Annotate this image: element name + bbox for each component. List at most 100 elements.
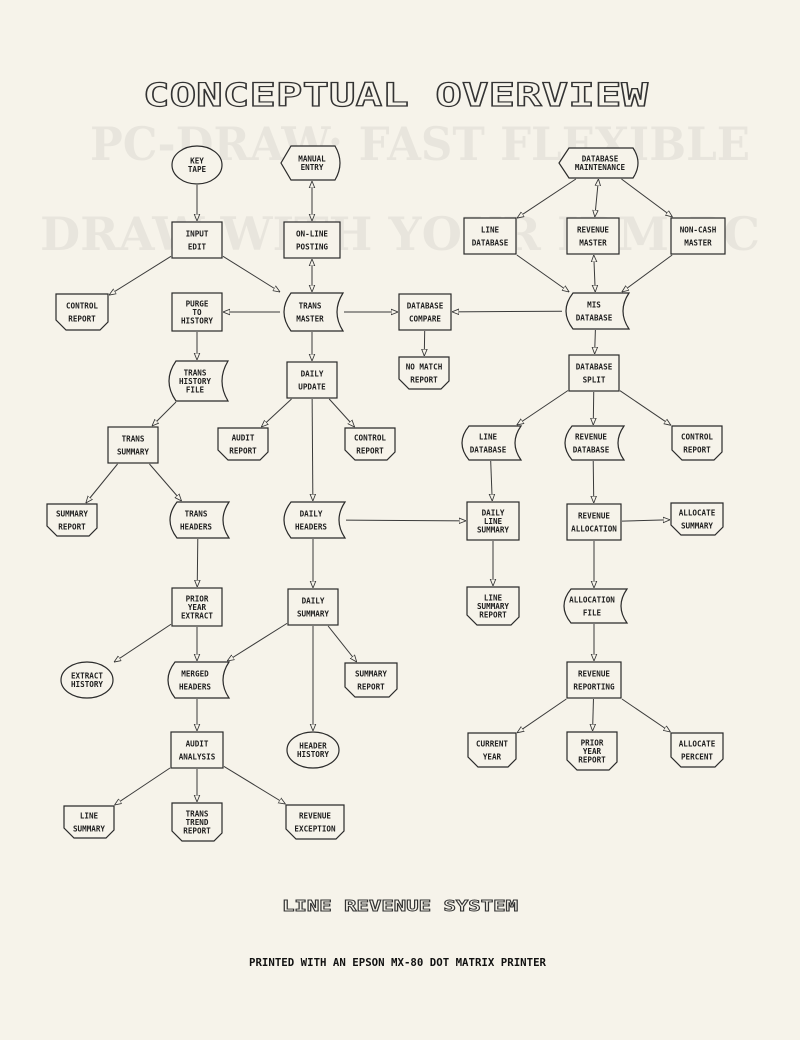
node-label-line: REPORT <box>410 375 438 384</box>
node-label-line: ALLOCATE <box>679 739 716 748</box>
node-shape-document <box>344 662 398 698</box>
node-shape-process <box>398 293 452 331</box>
node-label-line: ALLOCATE <box>679 508 716 517</box>
node-shape-document <box>466 586 520 626</box>
connector-mis_db-to-db_split <box>595 329 596 354</box>
node-shape-terminal <box>171 145 223 185</box>
node-label-line: MIS <box>587 300 601 309</box>
node-shape-manual <box>558 147 639 179</box>
node-shape-document <box>171 802 223 842</box>
node-label-line: PURGE <box>186 299 209 308</box>
node-label-line: ENTRY <box>301 163 324 172</box>
printer-note: PRINTED WITH AN EPSON MX-80 DOT MATRIX P… <box>249 957 547 969</box>
node-label-line: DAILY <box>302 596 325 605</box>
connector-line_db2-to-daily_line_summary <box>491 460 493 501</box>
page-title: CONCEPTUAL OVERVIEW <box>143 76 649 114</box>
node-label-line: TRANS <box>186 809 209 818</box>
node-summary-report2: SUMMARY REPORT <box>344 662 398 698</box>
node-label-line: HEADER <box>299 742 327 751</box>
node-shape-document <box>46 503 98 537</box>
node-shape-process <box>568 354 620 392</box>
node-shape-process <box>286 361 338 399</box>
node-label-line: YEAR <box>583 747 602 756</box>
node-label-line: REPORT <box>357 682 385 691</box>
node-label-line: HEADERS <box>180 522 212 531</box>
node-shape-process <box>171 292 223 332</box>
node-shape-document <box>344 427 396 461</box>
node-label-line: DATABASE <box>470 445 507 454</box>
node-label-line: TO <box>192 308 202 317</box>
node-no-match: NO MATCH REPORT <box>398 356 450 390</box>
connector-line_db_top-to-mis_db <box>516 254 569 292</box>
node-label-line: CONTROL <box>66 301 98 310</box>
connector-revenue_db2-to-revenue_allocation <box>593 460 594 503</box>
node-label-line: HEADERS <box>295 522 327 531</box>
node-shape-manual <box>280 145 341 181</box>
node-label-line: DAILY <box>482 508 505 517</box>
node-label-line: EDIT <box>188 242 207 251</box>
connector-daily_update-to-control_report2 <box>328 398 354 427</box>
node-shape-document <box>63 805 115 839</box>
node-label-line: NO MATCH <box>406 362 443 371</box>
node-shape-storage <box>564 425 626 461</box>
node-label-line: MASTER <box>296 314 324 323</box>
node-label-line: REPORT <box>68 314 96 323</box>
node-label-line: TRANS <box>185 509 208 518</box>
node-label-line: ALLOCATION <box>569 595 615 604</box>
node-shape-process <box>466 501 520 541</box>
node-label-line: AUDIT <box>232 433 255 442</box>
node-label-line: HEADERS <box>179 682 211 691</box>
node-label-line: LINE <box>481 225 500 234</box>
flow-connectors <box>86 178 673 805</box>
node-label-line: CONTROL <box>681 432 713 441</box>
node-shape-process <box>566 503 622 541</box>
node-label-line: UPDATE <box>298 382 326 391</box>
node-label-line: SUMMARY <box>297 609 329 618</box>
node-label-line: REVENUE <box>578 669 610 678</box>
node-label-line: ANALYSIS <box>179 752 216 761</box>
node-label-line: COMPARE <box>409 314 441 323</box>
node-shape-document <box>670 732 724 768</box>
node-label-line: MASTER <box>684 238 712 247</box>
node-label-line: YEAR <box>483 752 502 761</box>
node-control-report1: CONTROL REPORT <box>55 293 109 331</box>
node-shape-storage <box>283 292 345 332</box>
node-label-line: MAINTENANCE <box>575 163 626 172</box>
node-label-line: DATABASE <box>472 238 509 247</box>
node-label-line: LINE <box>80 811 99 820</box>
node-label-line: MASTER <box>579 238 607 247</box>
node-label-line: SUMMARY <box>355 669 387 678</box>
node-shape-storage <box>565 292 631 330</box>
connector-audit_analysis-to-revenue_exception <box>223 766 286 804</box>
connector-db_maint-to-revenue_master <box>595 179 599 217</box>
node-shape-process <box>171 221 223 259</box>
node-label-line: TAPE <box>188 165 207 174</box>
connector-revenue_master-to-mis_db <box>594 255 595 292</box>
node-label-line: REPORT <box>683 445 711 454</box>
node-shape-terminal <box>60 661 114 699</box>
connector-revenue_reporting-to-allocate_percent <box>621 698 671 732</box>
connector-revenue_reporting-to-current_year <box>517 698 567 733</box>
node-label-line: REPORT <box>356 446 384 455</box>
connector-db_maint-to-noncash_master <box>621 178 672 217</box>
